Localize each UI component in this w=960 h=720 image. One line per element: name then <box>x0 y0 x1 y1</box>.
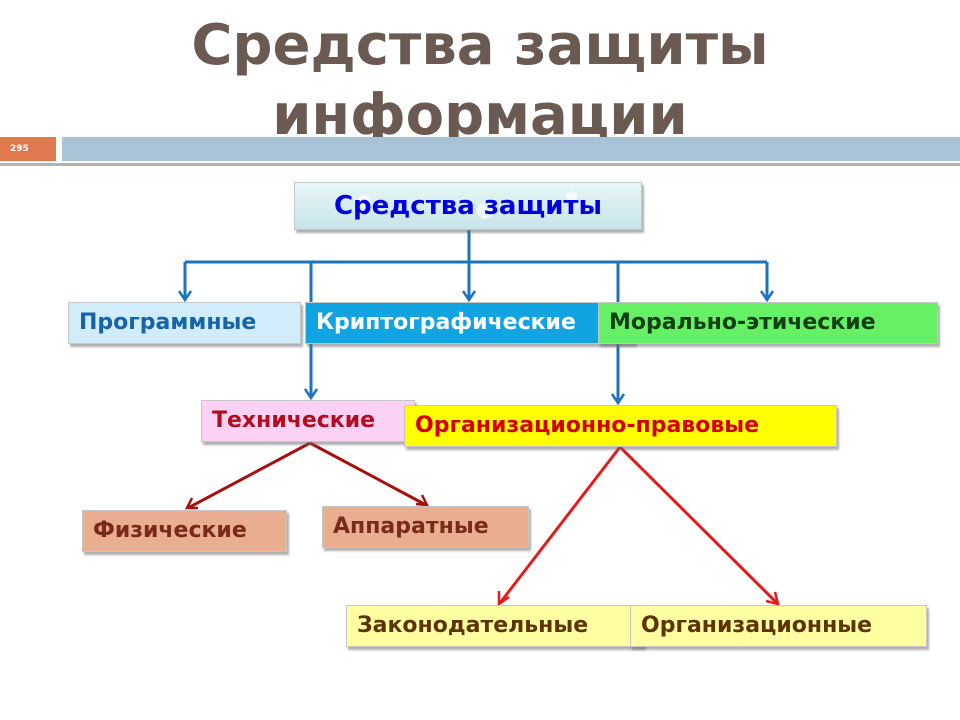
node-apparatnye: Аппаратные <box>322 506 529 548</box>
arrow-tech <box>303 388 319 401</box>
arrow-moral <box>759 290 775 303</box>
node-sredstva-zashchity: Средства защиты <box>294 182 642 230</box>
arrow-programmnye <box>177 290 193 303</box>
arrow-legis <box>497 591 510 607</box>
connector-org-legis <box>498 446 622 604</box>
arrow-kripto <box>461 290 477 303</box>
arrow-hard <box>415 494 430 507</box>
node-organizatsionno-pravovye: Организационно-правовые <box>404 405 837 447</box>
connector-tech-hard <box>309 441 427 507</box>
arrow-org <box>610 393 626 406</box>
node-organizatsionnye: Организационные <box>630 605 927 647</box>
header-divider <box>0 163 960 166</box>
node-tekhnicheskie: Технические <box>201 400 415 442</box>
header-bar <box>62 137 960 161</box>
node-programmnye: Программные <box>68 302 301 344</box>
slide-title-line-1: Средства защиты <box>191 13 769 78</box>
arrow-phys <box>184 497 198 510</box>
node-moralno-eticheskie: Морально-этические <box>598 302 938 344</box>
slide-title-line-2: информации <box>272 83 688 148</box>
node-kriptograficheskie: Криптографические <box>305 302 635 344</box>
connector-tech-phys <box>187 441 311 510</box>
node-fizicheskie: Физические <box>82 510 287 552</box>
node-zakonodatelnye: Законодательные <box>346 605 644 647</box>
slide-number: 295 <box>0 137 56 161</box>
connector-org-orgz <box>618 445 779 605</box>
arrow-orgz <box>765 591 780 606</box>
